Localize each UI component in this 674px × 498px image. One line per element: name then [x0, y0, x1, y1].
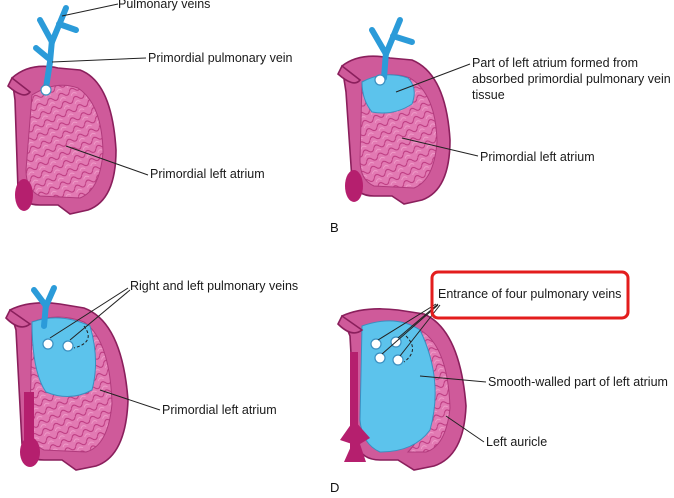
right-pulmonary-vein-opening [42, 338, 54, 350]
atrial-flap [5, 308, 32, 328]
pulmonary-veins-tree [33, 5, 79, 91]
atrial-septum-edge [20, 437, 40, 467]
label-left-auricle: Left auricle [486, 435, 547, 449]
label-smooth-walled-part: Smooth-walled part of left atrium [488, 375, 668, 389]
atrial-septum-edge [15, 179, 33, 211]
atrial-flap [337, 314, 364, 334]
panel-b: Part of left atrium formed from absorbed… [330, 17, 671, 235]
label-primordial-left-atrium: Primordial left atrium [480, 150, 595, 164]
septum-base [340, 420, 370, 462]
panel-letter-d: D [330, 480, 339, 495]
absorbed-vein-tissue [31, 317, 97, 397]
atrium-trabeculated-lumen [25, 84, 104, 199]
pulmonary-veins-tree [369, 17, 415, 81]
panel-d: Entrance of four pulmonary veins Smooth-… [330, 270, 668, 495]
panel-letter-b: B [330, 220, 339, 235]
pulmonary-vein-opening-4 [392, 354, 404, 366]
pulmonary-veins-tree [31, 285, 57, 329]
label-absorbed-line3: tissue [472, 88, 505, 102]
highlight-box [430, 270, 630, 320]
pulmonary-vein-opening-1 [370, 338, 382, 350]
label-primordial-left-atrium: Primordial left atrium [162, 403, 277, 417]
left-pulmonary-vein-opening [62, 340, 74, 352]
label-primordial-pulmonary-vein: Primordial pulmonary vein [148, 51, 293, 65]
label-right-left-pulmonary-veins: Right and left pulmonary veins [130, 279, 298, 293]
septum-primum [24, 392, 34, 452]
absorbed-vein-tissue [361, 74, 415, 114]
septum-primum [350, 352, 358, 452]
panel-c: Right and left pulmonary veins Primordia… [5, 279, 298, 471]
label-absorbed-line2: absorbed primordial pulmonary vein [472, 72, 671, 86]
label-pulmonary-veins: Pulmonary veins [118, 0, 210, 11]
panel-a: Pulmonary veins Primordial pulmonary vei… [7, 0, 293, 215]
vein-opening [374, 74, 386, 86]
label-absorbed-line1: Part of left atrium formed from [472, 56, 638, 70]
atrial-flap [337, 64, 362, 84]
atrial-flap [7, 76, 32, 96]
primordial-vein-opening [40, 84, 52, 96]
atrial-septum-edge [345, 170, 363, 202]
pulmonary-vein-opening-3 [374, 352, 386, 364]
label-entrance-four-pulmonary-veins: Entrance of four pulmonary veins [438, 287, 621, 301]
label-primordial-left-atrium: Primordial left atrium [150, 167, 265, 181]
